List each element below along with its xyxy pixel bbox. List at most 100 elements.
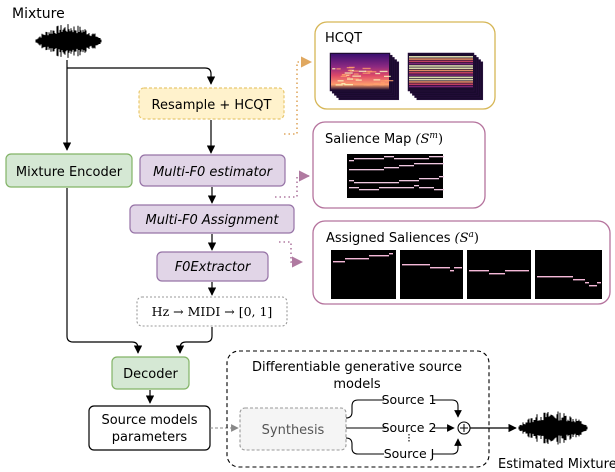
salience-trace [384, 187, 389, 189]
assigned-salience-trace [513, 270, 517, 272]
multi-f0-estimator-label: Multi-F0 estimator [153, 165, 274, 180]
salience-trace [364, 169, 369, 171]
hcqt-energy [337, 80, 344, 82]
assigned-salience-trace [497, 273, 501, 275]
salience-trace [439, 176, 444, 178]
salience-trace [434, 156, 439, 158]
assigned-saliences-images [331, 250, 602, 299]
salience-trace [364, 158, 369, 160]
mixture-label: Mixture [12, 6, 65, 22]
assigned-salience-trace [489, 273, 493, 275]
salience-trace [389, 167, 394, 169]
mixture-encoder-box [5, 153, 133, 188]
source-branches [345, 399, 462, 455]
diff-models-container [226, 350, 490, 468]
hcqt-energy [375, 72, 381, 75]
assigned-salience-trace [585, 282, 589, 284]
assigned-salience-trace [525, 270, 529, 272]
assigned-salience-trace [438, 267, 442, 269]
hcqt-stripe [409, 62, 473, 65]
assigned-salience-trace [549, 276, 553, 278]
salience-trace [419, 163, 424, 165]
salience-trace [414, 185, 419, 187]
salience-trace [409, 180, 414, 182]
assigned-salience-thumbnail [400, 250, 463, 299]
assigned-saliences-connector [279, 241, 304, 268]
hcqt-energy [366, 84, 370, 86]
hcqt-energy [351, 78, 359, 80]
hcqt-energy [341, 83, 346, 85]
salience-trace [399, 158, 404, 160]
salience-trace [434, 163, 439, 165]
estimated-mixture-label: Estimated Mixture [498, 457, 615, 472]
resample-hcqt-label: Resample + HCQT [152, 98, 272, 113]
assigned-salience-trace [573, 279, 577, 281]
assigned-salience-trace [561, 276, 565, 278]
hcqt-energy [380, 80, 389, 82]
salience-trace [394, 187, 399, 189]
assigned-salience-trace [537, 276, 541, 278]
hcqt-stack-left [329, 52, 400, 101]
hcqt-stripe [409, 65, 473, 67]
diff-models-title-line2: models [333, 377, 380, 392]
salience-trace [409, 187, 414, 189]
salience-trace [369, 182, 374, 184]
assigned-salience-trace [477, 270, 481, 272]
salience-trace [369, 189, 374, 191]
hcqt-energy [383, 75, 391, 78]
salience-trace [429, 163, 434, 165]
salience-trace [349, 160, 354, 162]
hcqt-energy [336, 68, 341, 70]
assigned-salience-trace [557, 276, 561, 278]
assigned-salience-thumbnail [535, 250, 602, 299]
assigned-salience-trace [458, 267, 462, 269]
salience-trace [384, 156, 389, 158]
source-params-line2: parameters [112, 430, 188, 445]
salience-trace [374, 182, 379, 184]
hcqt-panel-title: HCQT [325, 31, 362, 46]
hcqt-energy [344, 84, 353, 86]
assigned-salience-trace [501, 273, 505, 275]
assigned-salience-trace [442, 267, 446, 269]
mixture-waveform-trace [35, 24, 102, 58]
assigned-salience-trace [373, 255, 377, 257]
hcqt-energy [344, 72, 353, 74]
salience-trace [439, 189, 444, 191]
synthesis-box [239, 407, 347, 451]
salience-trace [379, 158, 384, 160]
salience-trace [359, 182, 364, 184]
hcqt-stripe [409, 74, 473, 76]
salience-trace [379, 169, 384, 171]
salience-trace [429, 156, 434, 158]
salience-trace [374, 169, 379, 171]
hcqt-stripe [409, 67, 473, 70]
assigned-salience-trace [389, 253, 393, 255]
source-1-label: Source 1 [382, 392, 437, 407]
assigned-salience-trace [509, 270, 513, 272]
hcqt-energy [352, 75, 362, 77]
central-flow-arrows [66, 120, 217, 354]
salience-trace [354, 158, 359, 160]
salience-trace [364, 182, 369, 184]
assigned-salience-trace [589, 285, 593, 287]
estimated-waveform-trace [518, 411, 588, 445]
salience-trace [424, 178, 429, 180]
assigned-salience-trace [422, 264, 426, 266]
resample-hcqt-box [138, 87, 285, 120]
salience-map-connector [275, 170, 311, 198]
salience-map-title: Salience Map(Sm) [325, 131, 443, 147]
hcqt-energy [362, 72, 371, 74]
salience-trace [384, 167, 389, 169]
salience-trace [354, 187, 359, 189]
salience-trace [394, 158, 399, 160]
hcqt-energy [382, 83, 389, 85]
decoder-label: Decoder [123, 367, 178, 382]
salience-trace [349, 187, 354, 189]
salience-trace [434, 178, 439, 180]
assigned-salience-trace [430, 267, 434, 269]
hcqt-stripe [409, 85, 473, 88]
hcqt-stripe [409, 83, 473, 86]
diff-models-title-line1: Differentiable generative source [252, 360, 462, 375]
mixture-waveform [35, 24, 102, 58]
